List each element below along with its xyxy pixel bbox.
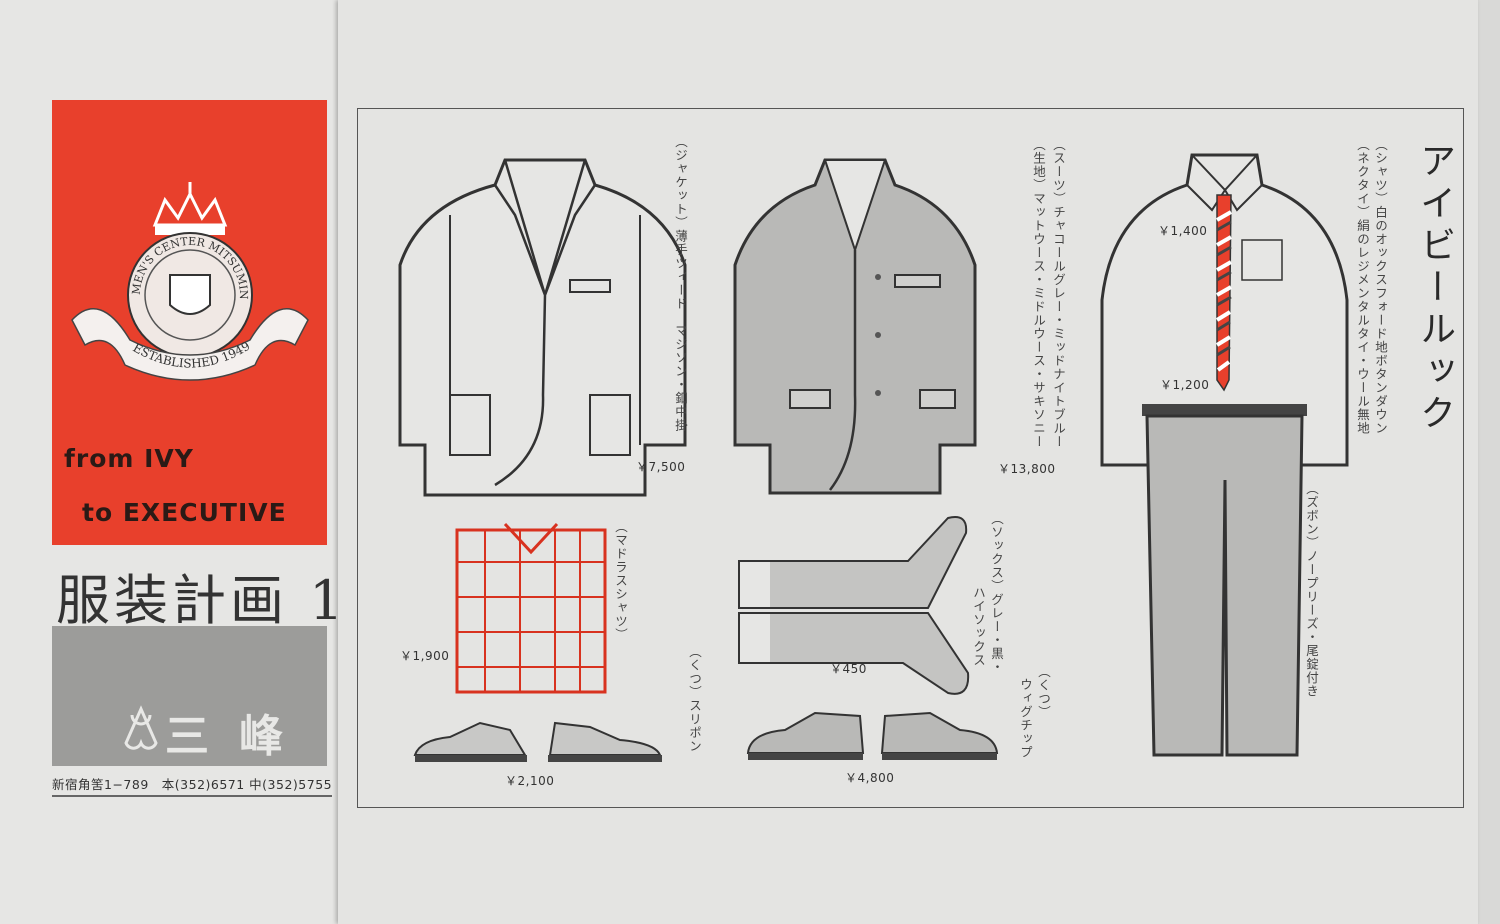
section-heading: アイビールック [1414, 142, 1455, 436]
wingtip-label-2: ウィグチップ [1018, 678, 1033, 759]
socks-price: ￥450 [830, 662, 867, 676]
suit-price: ￥13,800 [998, 462, 1056, 476]
jacket-label: （ジャケット）薄手ツィード マジソン・釦中掛 [673, 135, 688, 432]
tweed-jacket-illustration [398, 158, 687, 497]
suit-label: （スーツ）チャコールグレー・ミッドナイトブルー [1051, 138, 1066, 449]
slogan-line-2: to EXECUTIVE [82, 498, 287, 527]
necktie-label: （ネクタイ）絹のレジメンタルタイ・ウール無地 [1355, 138, 1370, 435]
socks-label-2: ハイソックス [971, 586, 986, 667]
wingtip-shoes-illustration [746, 711, 999, 760]
brand-name: 三峰 [165, 711, 313, 762]
brochure-title: 服装計画 1 [56, 569, 348, 632]
suit-jacket-illustration [733, 158, 977, 495]
madras-shirt-illustration [455, 522, 607, 694]
madras-shirt-price: ￥1,900 [400, 649, 450, 663]
slogan-line-1: from IVY [64, 444, 194, 473]
shirt-tie-trousers-illustration [1100, 153, 1349, 757]
store-address: 新宿角筈1−789 本(352)6571 中(352)5755 [52, 774, 333, 797]
mitsumine-mark-icon [124, 705, 158, 750]
jacket-price: ￥7,500 [636, 460, 686, 474]
wingtip-label: （くつ） [1036, 665, 1051, 719]
wingtip-price: ￥4,800 [845, 771, 895, 785]
socks-illustration [738, 516, 970, 695]
slip-on-label: （くつ）スリポン [687, 645, 702, 753]
trousers-label: （ズボン）ノープリーズ・尾錠付き [1304, 482, 1319, 698]
brand-block [52, 626, 327, 766]
shirt-price: ￥1,400 [1158, 224, 1208, 238]
suit-fabric-label: （生地）マットウース・ミドルウース・サキソニー [1031, 138, 1046, 449]
socks-label: （ソックス）グレー・黒・ [989, 512, 1004, 674]
slogan: from IVY to EXECUTIVE [64, 432, 287, 540]
catalog-frame [357, 108, 1464, 808]
shirt-label: （シャツ）白のオックスフォード地ボタンダウン [1373, 138, 1388, 435]
necktie-price: ￥1,200 [1160, 378, 1210, 392]
slip-on-shoes-illustration [413, 721, 662, 762]
madras-shirt-label: （マドラスシャツ） [613, 520, 628, 642]
slip-on-price: ￥2,100 [505, 774, 555, 788]
